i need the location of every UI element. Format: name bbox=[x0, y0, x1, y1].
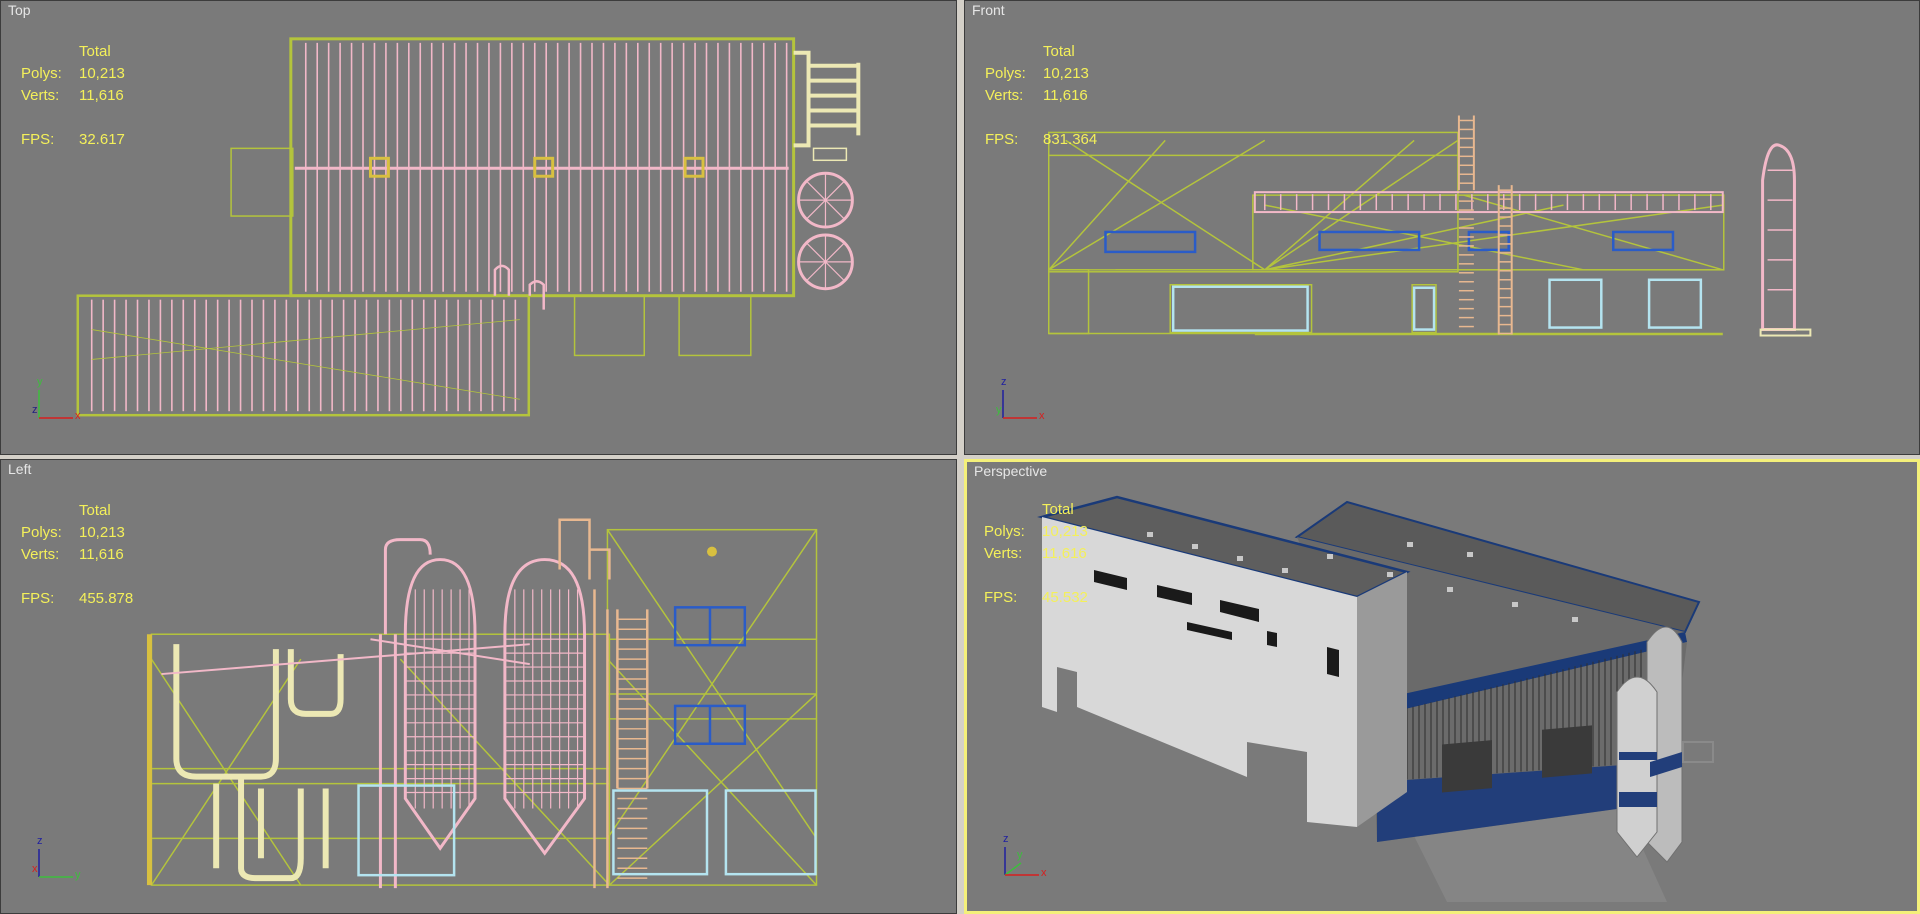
viewport-top[interactable]: Top Total Polys: 10,213 Verts: 11,616 FPS:… bbox=[0, 0, 957, 455]
viewport-label-left[interactable]: Left bbox=[8, 461, 32, 477]
polys-value: 10,213 bbox=[1042, 523, 1088, 540]
verts-value: 11,616 bbox=[79, 546, 124, 563]
polys-value: 10,213 bbox=[79, 65, 125, 82]
viewport-front[interactable]: Front Total Polys: 10,213 Verts: 11,616 FP… bbox=[964, 0, 1920, 455]
axis-gizmo-left: z x y bbox=[32, 833, 83, 883]
stats-panel-left: Total Polys: 10,213 Verts: 11,616 FPS: 455.… bbox=[21, 500, 133, 610]
axis-label-x: x bbox=[1039, 410, 1045, 422]
fps-value: 32.617 bbox=[79, 131, 125, 148]
axis-label-y: y bbox=[75, 869, 81, 881]
fps-value: 455.878 bbox=[79, 590, 134, 607]
axis-label-z: z bbox=[1003, 833, 1009, 845]
polys-label: Polys: bbox=[21, 524, 62, 541]
rendered-scene-perspective[interactable] bbox=[967, 462, 1917, 911]
polys-value: 10,213 bbox=[79, 524, 125, 541]
stats-total-header: Total bbox=[1043, 43, 1075, 60]
fps-label: FPS: bbox=[21, 131, 55, 148]
axis-label-x: x bbox=[75, 410, 81, 422]
axis-label-z: z bbox=[1001, 376, 1007, 388]
viewport-left[interactable]: Left Total Polys: 10,213 Verts: 11,616 FPS… bbox=[0, 459, 957, 914]
stats-panel-top: Total Polys: 10,213 Verts: 11,616 FPS: 32.6… bbox=[21, 41, 125, 151]
verts-label: Verts: bbox=[985, 87, 1024, 104]
axis-gizmo-perspective: z y x bbox=[999, 831, 1049, 881]
fps-label: FPS: bbox=[985, 131, 1019, 148]
polys-label: Polys: bbox=[21, 65, 62, 82]
stats-panel-front: Total Polys: 10,213 Verts: 11,616 FPS: 831.… bbox=[985, 41, 1097, 151]
axis-label-x: x bbox=[32, 863, 38, 875]
fps-label: FPS: bbox=[984, 589, 1018, 606]
axis-label-y: y bbox=[37, 376, 43, 388]
axis-label-z: z bbox=[37, 835, 43, 847]
fps-label: FPS: bbox=[21, 590, 55, 607]
polys-label: Polys: bbox=[985, 65, 1026, 82]
polys-label: Polys: bbox=[984, 523, 1025, 540]
wireframe-scene-left[interactable] bbox=[1, 460, 956, 913]
axis-label-y: y bbox=[996, 404, 1002, 416]
axis-gizmo-front: z y x bbox=[996, 374, 1047, 424]
wireframe-scene-top[interactable] bbox=[1, 1, 956, 454]
axis-label-y: y bbox=[1017, 849, 1023, 861]
verts-label: Verts: bbox=[21, 546, 60, 563]
stats-total-header: Total bbox=[79, 43, 111, 60]
stats-panel-perspective: Total Polys: 10,213 Verts: 11,616 FPS: 45.5… bbox=[984, 499, 1088, 609]
polys-value: 10,213 bbox=[1043, 65, 1089, 82]
verts-value: 11,616 bbox=[79, 87, 124, 104]
wireframe-scene-front[interactable] bbox=[965, 1, 1919, 454]
verts-label: Verts: bbox=[984, 545, 1023, 562]
viewport-perspective[interactable]: Perspective Total Polys: 10,213 Verts: 11,… bbox=[964, 459, 1920, 914]
viewport-label-perspective[interactable]: Perspective bbox=[974, 463, 1048, 479]
axis-gizmo-top: y z x bbox=[32, 374, 83, 424]
viewport-label-front[interactable]: Front bbox=[972, 2, 1005, 18]
verts-label: Verts: bbox=[21, 87, 60, 104]
stats-total-header: Total bbox=[79, 502, 111, 519]
verts-value: 11,616 bbox=[1043, 87, 1088, 104]
viewport-label-top[interactable]: Top bbox=[8, 2, 31, 18]
verts-value: 11,616 bbox=[1042, 545, 1087, 562]
fps-value: 45.532 bbox=[1042, 589, 1088, 606]
fps-value: 831.364 bbox=[1043, 131, 1098, 148]
axis-label-z: z bbox=[32, 404, 38, 416]
stats-total-header: Total bbox=[1042, 501, 1074, 518]
axis-label-x: x bbox=[1041, 867, 1047, 879]
